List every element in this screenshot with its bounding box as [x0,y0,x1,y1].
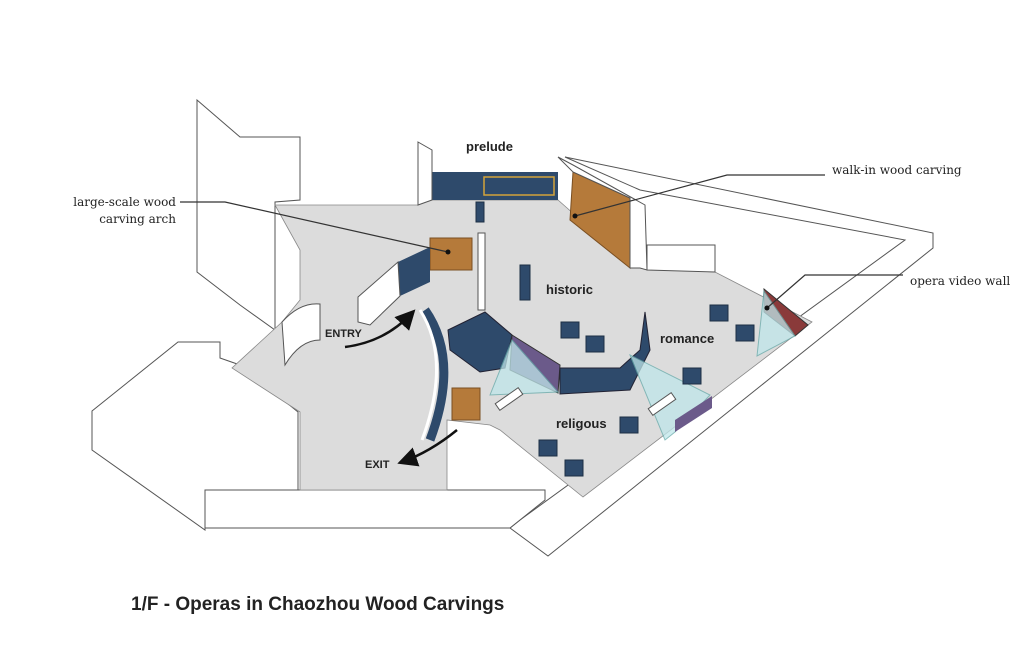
entry-arrow [344,309,416,349]
prelude-wall [428,172,558,200]
display-cases [475,201,755,477]
display-case [619,416,639,434]
entry-display-wall [398,247,430,296]
video-wall-callout-line [766,274,903,309]
entry-label: ENTRY [325,328,362,340]
display-case [585,335,605,353]
zone-label-historic: historic [546,282,593,297]
exit-label: EXIT [365,459,390,471]
arch-callout-line [180,201,449,253]
back-wall-right [646,244,716,273]
bench [494,386,524,412]
bench [647,391,677,417]
central-partition [559,311,651,395]
exit-wood-carving [451,387,481,421]
religous-video-wall [675,396,712,432]
zone-label-romance: romance [660,331,715,346]
projection-cone-1 [489,339,560,396]
arch-callout-line2: carving arch [99,212,176,226]
display-case [519,264,531,301]
exit-arrow [397,429,458,467]
carving-wall [557,156,648,271]
walk-in-callout-line [574,174,825,217]
display-case [682,367,702,385]
wood-carving-arch [429,237,473,271]
arch-callout-line1: large-scale wood [73,195,176,209]
arch-callout: large-scale wood carving arch [69,194,176,228]
prelude-side-wall [417,141,433,206]
zone-label-religous: religous [556,416,607,431]
plan-title: 1/F - Operas in Chaozhou Wood Carvings [131,594,505,615]
display-case [475,201,485,223]
entry-screen [281,303,321,367]
zone-label-prelude: prelude [466,139,513,154]
divider-wall [477,232,486,311]
prelude-carving-panel [483,176,555,196]
walk-in-callout: walk-in wood carving [832,163,962,177]
left-lower-building [91,341,299,531]
bottom-wall [204,489,546,529]
entry-curved-wall [421,307,449,442]
display-case [538,439,558,457]
display-case [709,304,729,322]
left-upper-building [196,98,301,331]
display-case [735,324,755,342]
entry-partition [357,260,401,326]
video-wall-callout: opera video wall [910,274,1011,288]
display-case [564,459,584,477]
display-case [560,321,580,339]
